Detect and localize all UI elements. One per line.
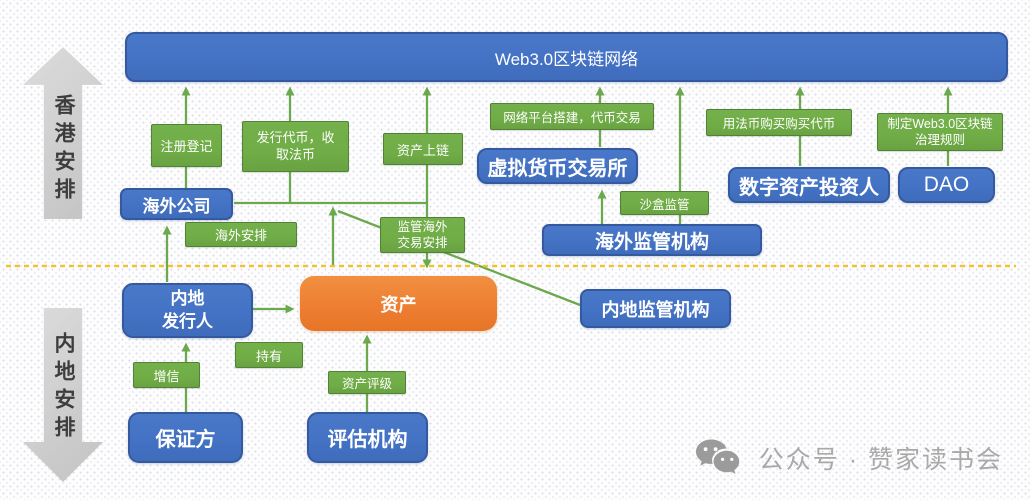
node-mainland-regulator: 内地监管机构 (580, 289, 731, 328)
edge-label-regulate-overseas-trading: 监管海外 交易安排 (380, 217, 465, 253)
node-web3-blockchain-network: Web3.0区块链网络 (125, 32, 1008, 82)
edge-label-registration: 注册登记 (151, 124, 222, 167)
node-crypto-exchange: 虚拟货币交易所 (477, 148, 638, 184)
mainland-arrangement-label: 内地安排 (52, 332, 75, 444)
node-dao: DAO (898, 167, 995, 203)
line-mainland-regulator-diagonal (337, 209, 581, 307)
node-mainland-issuer: 内地 发行人 (122, 283, 253, 338)
hk-arrangement-label: 香港安排 (52, 94, 75, 206)
node-digital-asset-investor: 数字资产投资人 (728, 167, 890, 203)
edge-label-sandbox-regulation: 沙盒监管 (620, 191, 709, 215)
node-guarantor: 保证方 (128, 412, 243, 463)
node-asset: 资产 (300, 276, 497, 331)
edge-label-buy-tokens-with-fiat: 用法币购买购买代币 (706, 109, 852, 136)
edge-label-platform-token-trading: 网络平台搭建，代币交易 (490, 103, 654, 130)
edge-label-asset-rating: 资产评级 (328, 371, 406, 394)
node-overseas-company: 海外公司 (120, 188, 233, 220)
wechat-icon (695, 439, 739, 474)
edge-label-issue-tokens: 发行代币，收 取法币 (242, 121, 349, 172)
watermark: 公众号 · 赞家读书会 (693, 438, 1003, 478)
edge-label-governance-rules: 制定Web3.0区块链 治理规则 (877, 113, 1003, 151)
node-overseas-regulator: 海外监管机构 (542, 224, 762, 256)
edge-label-overseas-arrangement: 海外安排 (185, 222, 297, 247)
edge-label-asset-onchain: 资产上链 (383, 133, 463, 165)
edge-label-credit-enhancement: 增信 (133, 362, 200, 388)
edge-label-holding: 持有 (235, 342, 303, 368)
node-rating-agency: 评估机构 (307, 412, 428, 463)
watermark-text: 公众号 · 赞家读书会 (758, 446, 1003, 474)
